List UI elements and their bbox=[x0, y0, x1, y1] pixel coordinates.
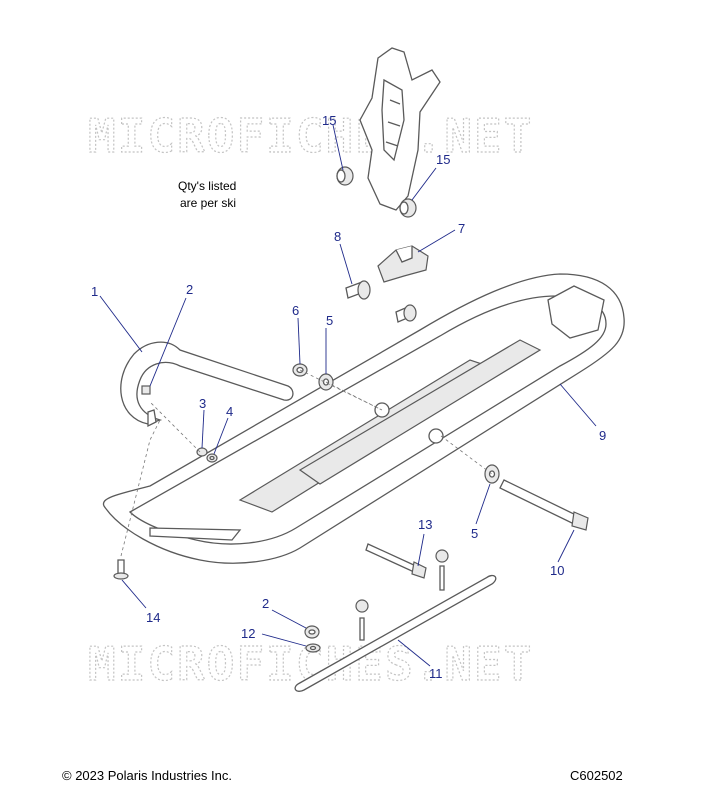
washer-12 bbox=[305, 643, 321, 653]
watermark-top: MICROFICHES.NET bbox=[88, 109, 533, 163]
callout-4: 4 bbox=[226, 404, 233, 419]
assembly-line-6-5 bbox=[299, 369, 383, 411]
callout-8: 8 bbox=[334, 229, 341, 244]
bushing-8 bbox=[345, 280, 371, 300]
leader-6 bbox=[297, 317, 301, 365]
bushing-15-right bbox=[399, 198, 417, 218]
callout-5-upper: 5 bbox=[326, 313, 333, 328]
callout-7: 7 bbox=[458, 221, 465, 236]
callout-11: 11 bbox=[429, 666, 443, 681]
callout-1: 1 bbox=[91, 284, 98, 299]
assembly-line-5b bbox=[440, 435, 493, 475]
leader-12 bbox=[261, 633, 307, 647]
washer-4 bbox=[206, 453, 218, 463]
nut-3 bbox=[196, 447, 208, 457]
bushing-15-left bbox=[336, 166, 354, 186]
bolt-13 bbox=[365, 543, 427, 579]
ski-handle-loop-1 bbox=[120, 341, 294, 428]
callout-12: 12 bbox=[241, 626, 255, 641]
callout-13: 13 bbox=[418, 517, 432, 532]
leader-11 bbox=[397, 639, 431, 667]
washer-5-lower bbox=[484, 464, 500, 484]
leader-15a bbox=[332, 124, 344, 171]
callout-15-left: 15 bbox=[322, 113, 336, 128]
leader-8 bbox=[339, 243, 353, 285]
leader-13 bbox=[417, 533, 425, 567]
callout-14: 14 bbox=[146, 610, 160, 625]
leader-14 bbox=[121, 579, 147, 609]
leader-2a bbox=[149, 297, 187, 387]
callout-15-right: 15 bbox=[436, 152, 450, 167]
callout-2-upper: 2 bbox=[186, 282, 193, 297]
callout-6: 6 bbox=[292, 303, 299, 318]
leader-9 bbox=[559, 383, 597, 427]
callout-10: 10 bbox=[550, 563, 564, 578]
nut-2-lower bbox=[304, 625, 320, 639]
leader-15b bbox=[411, 167, 437, 201]
leader-5b bbox=[475, 483, 491, 525]
leader-7 bbox=[417, 229, 456, 253]
leader-1 bbox=[99, 295, 143, 353]
bolt-14 bbox=[113, 559, 129, 580]
copyright-text: © 2023 Polaris Industries Inc. bbox=[62, 768, 232, 783]
stopper-block-7 bbox=[377, 245, 429, 283]
carbide-runner-11 bbox=[294, 549, 497, 692]
ski-body-9 bbox=[102, 273, 625, 564]
leader-10 bbox=[557, 529, 575, 563]
leader-4 bbox=[213, 417, 229, 455]
assembly-line-14 bbox=[120, 419, 161, 557]
assembly-line-3 bbox=[149, 401, 201, 453]
note-line-1: Qty's listed bbox=[178, 179, 236, 193]
bolt-10 bbox=[499, 479, 589, 531]
leader-2b bbox=[271, 609, 307, 629]
callout-3: 3 bbox=[199, 396, 206, 411]
spindle-bracket bbox=[359, 47, 441, 211]
note-line-2: are per ski bbox=[180, 196, 236, 210]
callout-2-lower: 2 bbox=[262, 596, 269, 611]
callout-9: 9 bbox=[599, 428, 606, 443]
leader-3 bbox=[201, 409, 205, 449]
bushing-8-lower bbox=[395, 304, 417, 323]
diagram-code: C602502 bbox=[570, 768, 623, 783]
callout-5-lower: 5 bbox=[471, 526, 478, 541]
